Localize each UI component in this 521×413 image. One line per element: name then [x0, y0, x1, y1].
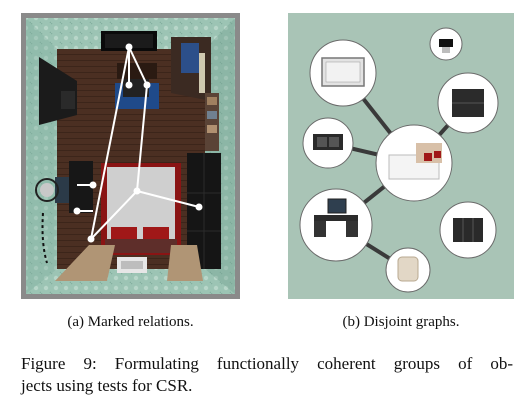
figure-caption-line-1: Figure 9: Formulating functionally coher… — [21, 354, 513, 373]
left-desk-with-monitor — [35, 161, 93, 213]
stool-node — [385, 247, 431, 293]
right-bookshelf — [205, 93, 219, 151]
figure-caption-line-2: jects using tests for CSR. — [21, 376, 193, 395]
disjoint-graphs-image — [288, 13, 514, 299]
subfigure-b-caption: (b) Disjoint graphs. — [342, 314, 460, 330]
ceiling-lamp-node — [429, 27, 463, 61]
left-cabinet — [39, 57, 77, 125]
tv-stand-node — [302, 117, 354, 169]
nightstand-node — [437, 72, 499, 134]
dresser-with-mirror-node — [299, 188, 373, 262]
relation-nodes — [73, 43, 203, 243]
subfigure-a-caption: (a) Marked relations. — [67, 314, 194, 330]
bed-node — [375, 124, 453, 202]
floor-rugs — [55, 245, 203, 281]
wardrobe-node — [439, 201, 497, 259]
tv-on-wall — [101, 31, 157, 51]
bed — [101, 163, 181, 255]
window-shelf — [171, 37, 211, 101]
desk-and-chair — [115, 63, 159, 109]
tv-screen-node — [309, 39, 377, 107]
marked-relations-image — [21, 13, 240, 299]
figure-caption: Figure 9: Formulating functionally coher… — [21, 353, 513, 397]
